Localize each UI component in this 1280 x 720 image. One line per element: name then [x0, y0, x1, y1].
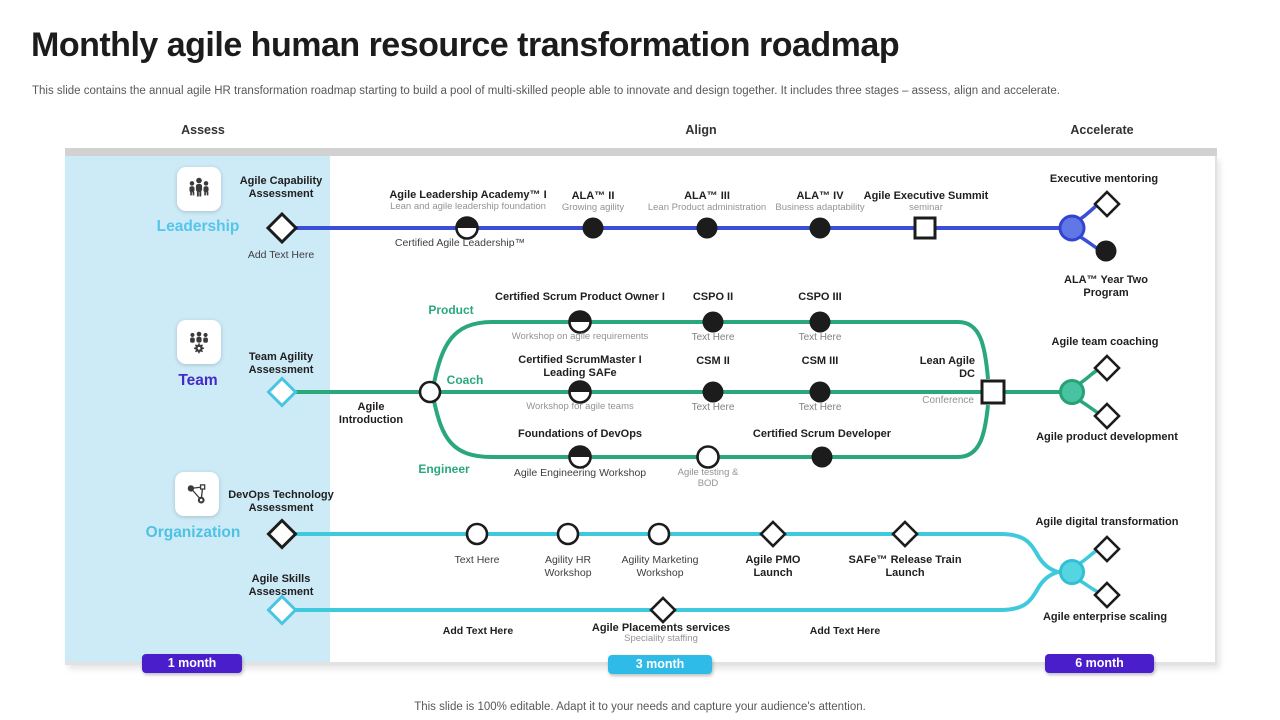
row-label-leadership: Leadership [156, 218, 240, 235]
leadership-start-placeholder: Add Text Here [247, 249, 315, 261]
team-intro-label: Agile Introduction [338, 401, 404, 427]
org-line2-start-label: Agile Skills Assessment [248, 573, 314, 599]
team-engineer-m1-below: Agile Engineering Workshop [513, 467, 647, 479]
leadership-m1-title: Agile Leadership Academy™ I [389, 189, 547, 201]
team-outcome-bottom-label: Agile product development [1036, 431, 1178, 443]
org-l2-left-placeholder: Add Text Here [442, 625, 514, 637]
team-gear-icon [190, 331, 208, 354]
team-merge-title: Lean Agile DC [919, 355, 975, 381]
leadership-m1-sub: Lean and agile leadership foundation [390, 201, 546, 212]
leadership-m2-sub: Growing agility [561, 202, 625, 213]
org-l1-m4-label: Agile PMO Launch [745, 554, 801, 580]
team-coach-m1-sub: Workshop for agile teams [526, 401, 634, 412]
org-outcome-bottom-label: Agile enterprise scaling [1042, 611, 1168, 623]
organization-iconbox [175, 472, 219, 516]
duration-badge-1-month: 1 month [142, 654, 242, 673]
team-product-m1-title: Certified Scrum Product Owner I [495, 291, 665, 303]
team-product-m3-sub: Text Here [798, 332, 842, 343]
leadership-m2-title: ALA™ II [571, 190, 615, 202]
org-l1-m1-label: Text Here [454, 554, 500, 566]
team-product-m1-sub: Workshop on agile requirements [511, 331, 649, 342]
org-l2-right-placeholder: Add Text Here [809, 625, 881, 637]
stage-header-assess: Assess [181, 123, 225, 137]
leadership-m3-title: ALA™ III [684, 190, 730, 202]
org-l1-m3-label: Agility Marketing Workshop [621, 554, 699, 579]
team-coach-m1-title: Certified ScrumMaster I Leading SAFe [518, 354, 642, 380]
row-label-organization: Organization [145, 524, 241, 541]
team-engineer-m1-title: Foundations of DevOps [517, 428, 643, 440]
org-line1-start-label: DevOps Technology Assessment [228, 489, 334, 515]
leadership-m5-title: Agile Executive Summit [863, 190, 989, 202]
team-product-branch-label: Product [428, 303, 474, 317]
network-nodes-icon [187, 484, 206, 504]
org-outcome-top-label: Agile digital transformation [1035, 516, 1179, 528]
stage-header-align: Align [685, 123, 717, 137]
duration-badge-6-month: 6 month [1045, 654, 1154, 673]
team-product-m3-title: CSPO III [798, 291, 842, 303]
leadership-iconbox [177, 167, 221, 211]
page-title: Monthly agile human resource transformat… [31, 26, 900, 64]
team-product-m2-sub: Text Here [691, 332, 735, 343]
leadership-m5-sub: seminar [909, 202, 943, 213]
people-group-icon [189, 177, 209, 197]
team-product-m2-title: CSPO II [692, 291, 734, 303]
team-coach-m2-title: CSM II [696, 355, 730, 367]
team-iconbox [177, 320, 221, 364]
team-start-label: Team Agility Assessment [248, 351, 314, 377]
org-l2-m1-title: Agile Placements services [591, 622, 731, 634]
leadership-outcome-bottom-label: ALA™ Year Two Program [1064, 274, 1148, 300]
slide-subtitle: This slide contains the annual agile HR … [32, 85, 1060, 97]
org-l2-m1-sub: Speciality staffing [624, 633, 698, 644]
leadership-m4-sub: Business adaptability [775, 202, 865, 213]
slide-footer-note: This slide is 100% editable. Adapt it to… [414, 701, 866, 713]
team-coach-m3-sub: Text Here [798, 402, 842, 413]
org-l1-m5-label: SAFe™ Release Train Launch [848, 554, 962, 580]
org-l1-m2-label: Agility HR Workshop [544, 554, 592, 579]
leadership-m1-below: Certified Agile Leadership™ [394, 237, 526, 249]
team-coach-m3-title: CSM III [801, 355, 839, 367]
team-engineer-m3-title: Certified Scrum Developer [752, 428, 892, 440]
team-engineer-branch-label: Engineer [418, 462, 470, 476]
team-coach-branch-label: Coach [446, 373, 484, 387]
team-outcome-top-label: Agile team coaching [1051, 336, 1159, 348]
leadership-outcome-top-label: Executive mentoring [1049, 173, 1159, 185]
row-label-team: Team [178, 372, 218, 389]
team-engineer-m2-below: Agile testing & BOD [677, 467, 739, 489]
stage-header-accelerate: Accelerate [1070, 123, 1134, 137]
leadership-m4-title: ALA™ IV [796, 190, 844, 202]
team-merge-sub: Conference [922, 395, 974, 406]
leadership-m3-sub: Lean Product administration [647, 202, 767, 213]
stage-divider-bar [65, 148, 1217, 156]
duration-badge-3-month: 3 month [608, 655, 712, 674]
leadership-start-label: Agile Capability Assessment [239, 175, 323, 201]
team-coach-m2-sub: Text Here [691, 402, 735, 413]
